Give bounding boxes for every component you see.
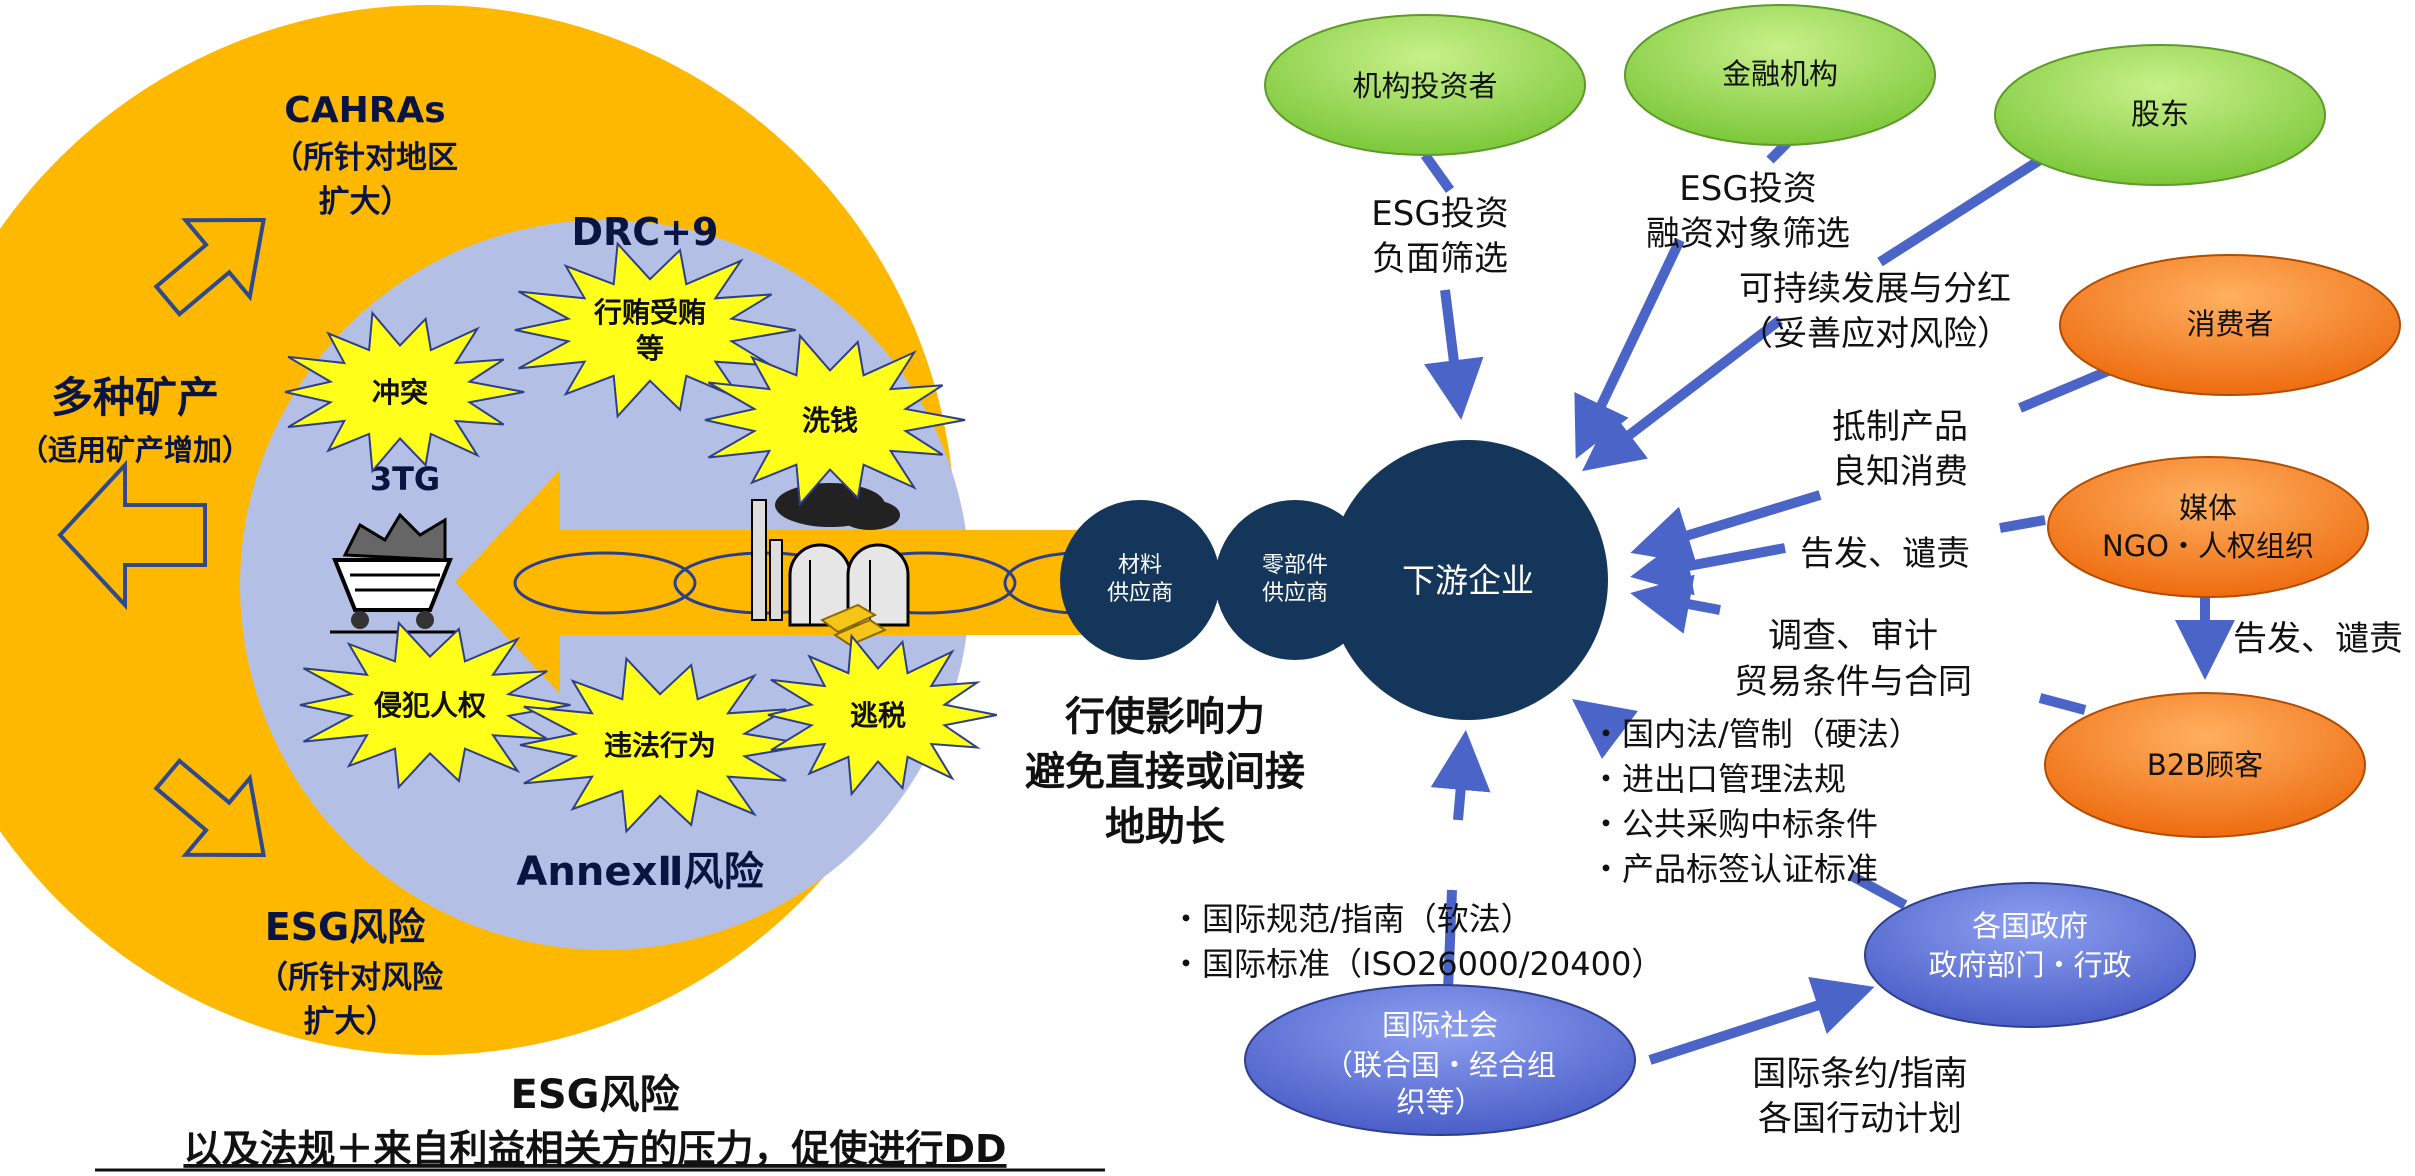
intl-society-node [1244, 984, 1636, 1136]
governments-label-1: 各国政府 [1972, 909, 2088, 943]
risk-human-rights-burst [299, 620, 571, 790]
risk-bribery-label: 行贿受贿 [593, 296, 706, 329]
risk-tax-burst [767, 633, 997, 797]
hard-law-item: ・产品标签认证标准 [1590, 850, 1878, 888]
institutional-investors-node [1264, 14, 1586, 156]
expand-arrow-down-icon [153, 758, 267, 858]
shareholders-node [1994, 44, 2326, 186]
hard-law-item: ・国内法/管制（硬法） [1590, 715, 1921, 753]
risk-conflict-burst [284, 310, 525, 474]
esg-finance-label-2: 融资对象筛选 [1646, 214, 1850, 254]
treaty-label-2: 各国行动计划 [1758, 1099, 1962, 1139]
parts-supplier-label-2: 供应商 [1262, 581, 1328, 606]
downstream-company-label: 下游企业 [1402, 561, 1534, 600]
esg-sub-2: 扩大） [304, 1004, 397, 1040]
tg-label: 3TG [370, 460, 440, 498]
hard-law-list: ・国内法/管制（硬法） ・进出口管理法规 ・公共采购中标条件 ・产品标签认证标准 [1590, 715, 1921, 888]
accuse-label-1: 告发、谴责 [1800, 534, 1970, 574]
intl-society-label-3: 织等） [1396, 1085, 1483, 1119]
sustain-label-2: （妥善应对风险） [1739, 314, 2011, 354]
soft-law-item: ・国际标准（ISO26000/20400） [1170, 945, 1663, 983]
risk-bribery-label: 等 [636, 332, 664, 365]
treaty-label-1: 国际条约/指南 [1752, 1054, 1967, 1094]
shareholders-label: 股东 [2131, 97, 2189, 131]
risk-tax-label: 逃税 [850, 699, 906, 732]
esg-sub-1: （所针对风险 [257, 960, 444, 996]
b2b-customers-node [2044, 692, 2366, 838]
hard-law-item: ・进出口管理法规 [1590, 760, 1846, 798]
audit-label-1: 调查、审计 [1768, 616, 1938, 656]
influence-line-3: 地助长 [1105, 804, 1225, 850]
media-label-2: NGO・人权组织 [2102, 529, 2314, 563]
cahras-sub-1: （所针对地区 [272, 140, 458, 176]
media-node [2047, 456, 2369, 598]
esg-invest-label-2: 负面筛选 [1372, 239, 1508, 279]
governments-label-2: 政府部门・行政 [1928, 948, 2131, 982]
drc-label: DRC+9 [572, 210, 719, 254]
soft-law-list: ・国际规范/指南（软法） ・国际标准（ISO26000/20400） [1170, 900, 1663, 983]
soft-law-item: ・国际规范/指南（软法） [1170, 900, 1533, 938]
influence-line-1: 行使影响力 [1065, 694, 1265, 740]
sustain-label-1: 可持续发展与分红 [1739, 269, 2011, 309]
annex-label: AnnexⅡ风险 [516, 849, 764, 895]
risk-illegal-label: 违法行为 [604, 729, 716, 762]
expand-arrow-left-icon [57, 459, 207, 611]
expand-arrow-up-icon [153, 217, 267, 317]
mine-cart-icon [330, 512, 460, 634]
financial-institutions-label: 金融机构 [1722, 57, 1838, 91]
consumers-label: 消费者 [2186, 307, 2273, 341]
cahras-title: CAHRAs [284, 90, 445, 131]
material-supplier-label-2: 供应商 [1107, 581, 1173, 606]
consumers-node [2059, 254, 2401, 396]
accuse-label-2: 告发、谴责 [2233, 619, 2403, 659]
bottom-caption-line-1: ESG风险 [511, 1072, 681, 1118]
downstream-company-node [1328, 440, 1608, 720]
risk-laundering-label: 洗钱 [802, 404, 858, 437]
risk-human-rights-label: 侵犯人权 [373, 689, 486, 722]
governments-node [1864, 882, 2196, 1028]
boycott-label-2: 良知消费 [1832, 452, 1968, 492]
risk-bribery-burst [514, 241, 796, 419]
financial-institutions-node [1624, 4, 1936, 146]
hard-law-item: ・公共采购中标条件 [1590, 805, 1878, 843]
influence-line-2: 避免直接或间接 [1025, 749, 1305, 795]
esg-title: ESG风险 [265, 905, 427, 949]
institutional-investors-label: 机构投资者 [1352, 69, 1497, 103]
risk-laundering-burst [704, 333, 966, 507]
stakeholder-arrows [1420, 136, 2235, 1065]
esg-invest-label-1: ESG投资 [1371, 194, 1508, 234]
risk-conflict-label: 冲突 [372, 376, 428, 409]
risk-illegal-burst [519, 656, 812, 834]
bottom-caption-line-2: 以及法规＋来自利益相关方的压力，促使进行DD [183, 1127, 1006, 1171]
boycott-label-1: 抵制产品 [1832, 407, 1968, 447]
intl-society-label-2: （联合国・经合组 [1324, 1048, 1556, 1082]
factory-icon [751, 483, 910, 647]
parts-supplier-label-1: 零部件 [1262, 553, 1328, 578]
cahras-sub-2: 扩大） [319, 184, 412, 220]
minerals-title: 多种矿产 [51, 373, 219, 422]
minerals-sub: （适用矿产增加） [19, 433, 251, 467]
material-supplier-label-1: 材料 [1118, 553, 1162, 578]
material-supplier-node [1060, 500, 1220, 660]
media-label-1: 媒体 [2179, 491, 2237, 525]
intl-society-label-1: 国际社会 [1382, 1008, 1498, 1042]
audit-label-2: 贸易条件与合同 [1734, 662, 1972, 702]
b2b-customers-label: B2B顾客 [2147, 748, 2263, 782]
esg-finance-label-1: ESG投资 [1679, 169, 1816, 209]
